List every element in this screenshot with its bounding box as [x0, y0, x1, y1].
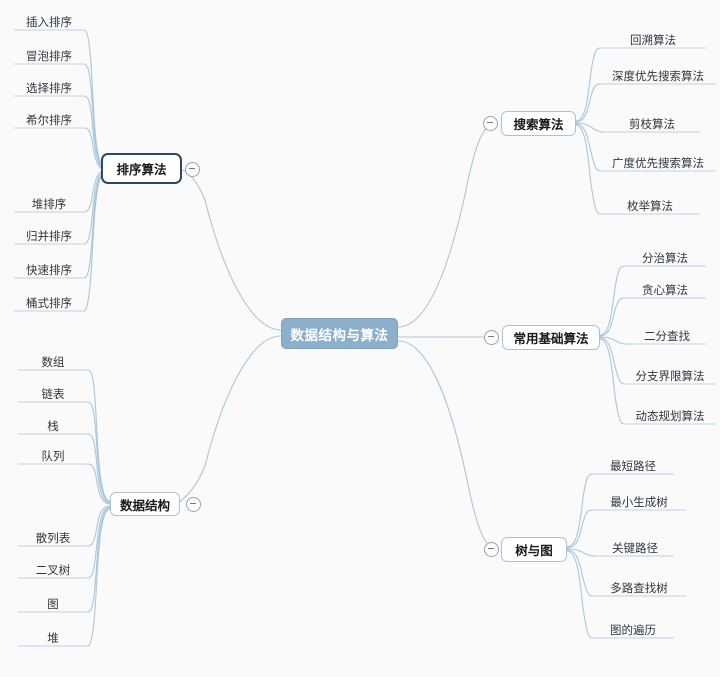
root-node[interactable]: 数据结构与算法 [281, 318, 398, 349]
leaf-item[interactable]: 贪心算法 [624, 280, 706, 300]
leaf-label: 分支界限算法 [635, 369, 705, 383]
leaf-label: 队列 [41, 449, 65, 463]
leaf-label: 图的遍历 [610, 623, 656, 637]
leaf-label: 分治算法 [642, 251, 688, 265]
leaf-item[interactable]: 桶式排序 [14, 293, 84, 313]
leaf-label: 栈 [47, 419, 59, 433]
branch-node-data-structure[interactable]: 数据结构 [110, 492, 180, 516]
leaf-label: 快速排序 [26, 263, 72, 277]
leaf-label: 归并排序 [26, 229, 72, 243]
leaf-label: 链表 [41, 387, 65, 401]
leaf-label: 二叉树 [35, 563, 71, 577]
leaf-item[interactable]: 分治算法 [624, 248, 706, 268]
leaf-item[interactable]: 最短路径 [592, 456, 674, 476]
branch-node-tree-graph-label: 树与图 [515, 543, 553, 558]
leaf-item[interactable]: 链表 [18, 384, 88, 404]
leaf-label: 贪心算法 [642, 283, 688, 297]
leaf-label: 广度优先搜索算法 [612, 156, 704, 170]
leaf-label: 图 [47, 597, 59, 611]
leaf-item[interactable]: 堆 [18, 628, 88, 648]
leaf-item[interactable]: 关键路径 [596, 538, 674, 558]
leaf-label: 插入排序 [26, 15, 72, 29]
leaf-item[interactable]: 选择排序 [14, 78, 84, 98]
leaf-label: 多路查找树 [610, 581, 668, 595]
leaf-label: 冒泡排序 [26, 49, 72, 63]
leaf-label: 动态规划算法 [635, 409, 705, 423]
leaf-label: 堆排序 [31, 197, 67, 211]
leaf-label: 枚举算法 [627, 199, 673, 213]
branch-node-search[interactable]: 搜索算法 [501, 111, 576, 136]
leaf-item[interactable]: 多路查找树 [592, 578, 686, 598]
collapse-toggle-basic-algorithms[interactable] [484, 330, 499, 345]
leaf-item[interactable]: 快速排序 [14, 260, 84, 280]
leaf-item[interactable]: 分支界限算法 [624, 366, 716, 386]
leaf-item[interactable]: 回溯算法 [600, 30, 706, 50]
leaf-label: 桶式排序 [26, 296, 72, 310]
branch-node-sorting-label: 排序算法 [116, 162, 167, 177]
leaf-label: 散列表 [35, 531, 71, 545]
root-node-label: 数据结构与算法 [290, 327, 389, 344]
leaf-label: 选择排序 [26, 81, 72, 95]
leaf-label: 二分查找 [644, 329, 690, 343]
leaf-item[interactable]: 剪枝算法 [604, 114, 700, 134]
leaf-item[interactable]: 冒泡排序 [14, 46, 84, 66]
branch-node-search-label: 搜索算法 [513, 117, 564, 132]
leaf-item[interactable]: 数组 [18, 352, 88, 372]
leaf-item[interactable]: 深度优先搜索算法 [600, 66, 716, 86]
leaf-item[interactable]: 图的遍历 [592, 620, 674, 640]
collapse-toggle-search[interactable] [483, 116, 498, 131]
leaf-label: 回溯算法 [630, 33, 676, 47]
leaf-label: 最短路径 [610, 459, 656, 473]
leaf-item[interactable]: 二分查找 [628, 326, 706, 346]
leaf-item[interactable]: 广度优先搜索算法 [600, 153, 716, 173]
collapse-toggle-data-structure[interactable] [186, 497, 201, 512]
leaf-item[interactable]: 二叉树 [18, 560, 88, 580]
leaf-label: 堆 [47, 631, 59, 645]
collapse-toggle-tree-graph[interactable] [484, 542, 499, 557]
leaf-item[interactable]: 队列 [18, 446, 88, 466]
leaf-label: 剪枝算法 [629, 117, 675, 131]
branch-node-basic-algorithms-label: 常用基础算法 [513, 331, 589, 346]
leaf-item[interactable]: 枚举算法 [600, 196, 700, 216]
leaf-item[interactable]: 最小生成树 [592, 492, 686, 512]
branch-node-basic-algorithms[interactable]: 常用基础算法 [502, 325, 600, 350]
leaf-item[interactable]: 归并排序 [14, 226, 84, 246]
leaf-item[interactable]: 动态规划算法 [624, 406, 716, 426]
leaf-item[interactable]: 栈 [18, 416, 88, 436]
leaf-item[interactable]: 堆排序 [14, 194, 84, 214]
branch-node-sorting[interactable]: 排序算法 [104, 156, 179, 181]
collapse-toggle-sorting[interactable] [185, 162, 200, 177]
leaf-item[interactable]: 图 [18, 594, 88, 614]
leaf-label: 关键路径 [612, 541, 658, 555]
leaf-label: 最小生成树 [610, 495, 668, 509]
branch-node-tree-graph[interactable]: 树与图 [501, 537, 567, 562]
leaf-item[interactable]: 插入排序 [14, 12, 84, 32]
leaf-item[interactable]: 散列表 [18, 528, 88, 548]
leaf-label: 数组 [41, 355, 65, 369]
leaf-label: 希尔排序 [26, 113, 72, 127]
leaf-item[interactable]: 希尔排序 [14, 110, 84, 130]
leaf-label: 深度优先搜索算法 [612, 69, 704, 83]
branch-node-data-structure-label: 数据结构 [119, 497, 170, 513]
